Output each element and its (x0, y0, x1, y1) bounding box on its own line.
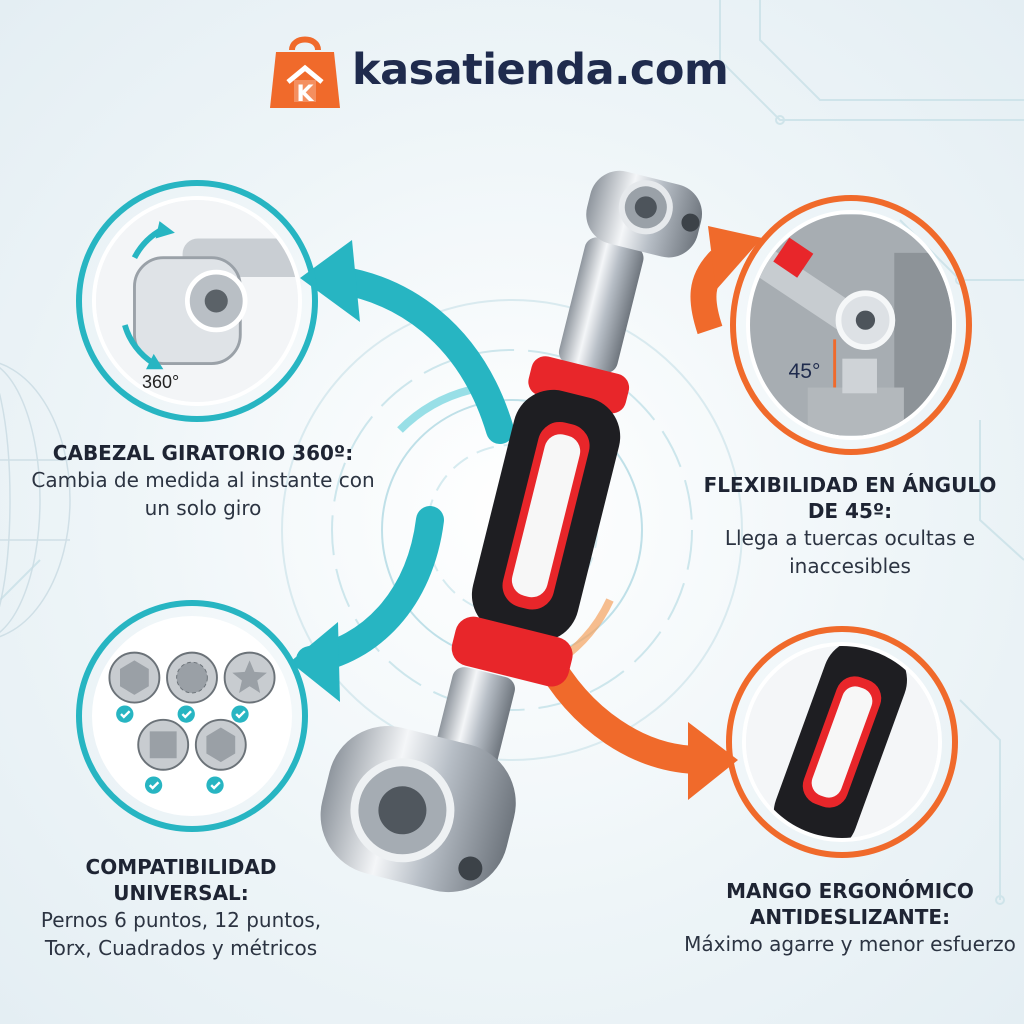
check-icon (116, 705, 249, 794)
teal-arrow-top (326, 266, 514, 444)
brand-header: K kasatienda.com (268, 28, 729, 112)
ergonomic-handle-image (742, 642, 942, 842)
feature-handle: MANGO ERGONÓMICO ANTIDESLIZANTE: Máximo … (680, 878, 1020, 958)
angle-degree-label: 45° (788, 360, 820, 383)
teal-ring-compatibility (76, 600, 308, 832)
wrench-illustration (320, 170, 703, 893)
feature-description: Máximo agarre y menor esfuerzo (684, 932, 1016, 956)
feature-description: Pernos 6 puntos, 12 puntos, Torx, Cuadra… (40, 908, 322, 960)
feature-compatibility: COMPATIBILIDAD UNIVERSAL: Pernos 6 punto… (16, 854, 346, 962)
feature-title: CABEZAL GIRATORIO 360º: (52, 441, 354, 465)
feature-title: FLEXIBILIDAD EN ÁNGULO DE 45º: (703, 473, 997, 523)
angle-45-image: 45° (746, 210, 956, 440)
twelve-point-bolt-icon (166, 651, 218, 704)
feature-angle: FLEXIBILIDAD EN ÁNGULO DE 45º: Llega a t… (690, 472, 1010, 580)
teal-ring-rotation (76, 180, 318, 422)
feature-description: Llega a tuercas ocultas e inaccesibles (724, 526, 976, 578)
compatibility-image (92, 616, 292, 816)
feature-title: MANGO ERGONÓMICO ANTIDESLIZANTE: (726, 879, 974, 929)
brand-name: kasatienda.com (352, 45, 729, 95)
orange-ring-handle (726, 626, 958, 858)
feature-title: COMPATIBILIDAD UNIVERSAL: (85, 855, 277, 905)
feature-description: Cambia de medida al instante con un solo… (31, 468, 375, 520)
square-bolt-icon (137, 718, 190, 771)
logo-letter: K (296, 82, 314, 107)
rotation-degree-label: 360° (142, 372, 180, 392)
feature-rotation: CABEZAL GIRATORIO 360º: Cambia de medida… (18, 440, 388, 522)
orange-ring-angle (730, 195, 972, 455)
shopping-bag-logo-icon: K (270, 36, 340, 108)
rotating-head-image (92, 196, 302, 406)
hex-bolt-icon (108, 651, 161, 704)
torx-bolt-icon (223, 651, 276, 704)
